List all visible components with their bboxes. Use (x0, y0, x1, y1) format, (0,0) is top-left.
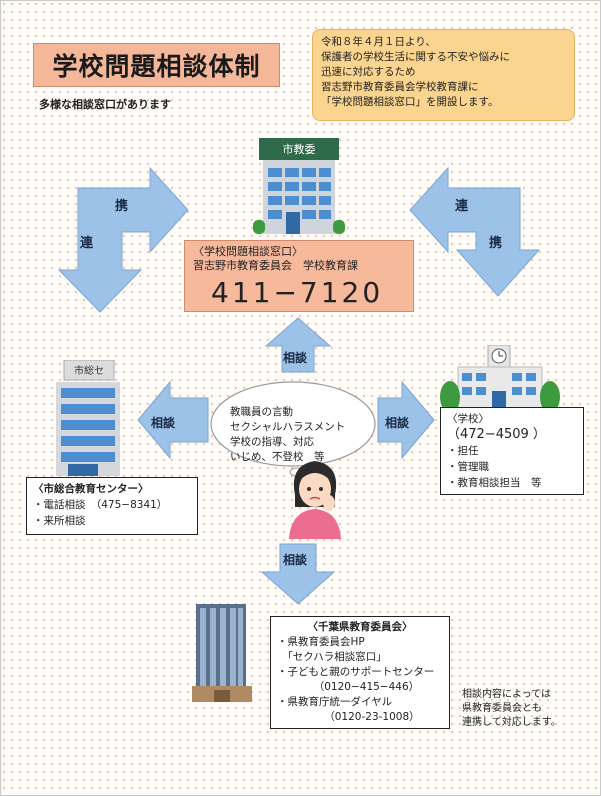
arrow-label: 相談 (385, 415, 410, 430)
concern-item: 教職員の言動 (230, 406, 293, 418)
up-consult-arrow (264, 317, 332, 373)
arrow-label: 携 (489, 235, 502, 251)
counseling-window-box: 〈学校問題相談窓口〉 習志野市教育委員会 学校教育課 411−7120 (184, 240, 414, 312)
coordination-note: 相談内容によっては 県教育委員会とも 連携して対応します。 (462, 688, 561, 730)
notice-line: 「学校問題相談窓口」を開設します。 (321, 96, 499, 108)
concern-item: いじめ、不登校 等 (230, 451, 325, 463)
education-center-building-icon: 市総セ (56, 360, 120, 476)
window-department: 習志野市教育委員会 学校教育課 (193, 259, 358, 272)
arrow-label: 相談 (151, 415, 176, 430)
notice-box: 令和８年４月１日より、 保護者の学校生活に関する不安や悩みに 迅速に対応するため… (312, 29, 575, 121)
education-center-info: 〈市総合教育センター〉 ・電話相談 （475−8341） ・来所相談 (26, 477, 198, 535)
notice-line: 保護者の学校生活に関する不安や悩みに (321, 51, 510, 63)
arrow-label: 携 (115, 198, 128, 214)
right-connection-arrow (409, 166, 541, 297)
center-item: ・来所相談 (33, 515, 86, 527)
prefecture-info: 〈千葉県教育委員会〉 ・県教育委員会HP 「セクハラ相談窓口」 ・子どもと親のサ… (270, 616, 450, 729)
prefecture-item: ・県教育庁統一ダイヤル (277, 696, 393, 708)
right-consult-arrow (377, 380, 435, 460)
prefecture-item: 「セクハラ相談窓口」 (277, 651, 387, 663)
city-board-building-icon: 市教委 (253, 138, 345, 234)
school-item: ・担任 (447, 445, 479, 457)
window-title: 〈学校問題相談窓口〉 (193, 245, 303, 258)
arrow-label: 連 (455, 198, 469, 214)
concern-item: セクシャルハラスメント (230, 421, 346, 433)
note-line: 相談内容によっては (462, 689, 551, 700)
school-phone: （472−4509 ） (447, 427, 546, 442)
school-item: ・教育相談担当 等 (447, 477, 542, 489)
left-consult-arrow (137, 380, 209, 460)
prefecture-building-icon (192, 604, 252, 702)
school-title: 〈学校〉 (447, 413, 489, 425)
arrow-label: 連 (80, 235, 94, 251)
school-item: ・管理職 (447, 461, 489, 473)
concern-item: 学校の指導、対応 (230, 436, 314, 448)
center-title: 〈市総合教育センター〉 (33, 483, 149, 495)
school-info: 〈学校〉 （472−4509 ） ・担任 ・管理職 ・教育相談担当 等 (440, 407, 584, 495)
notice-line: 令和８年４月１日より、 (321, 36, 436, 48)
notice-line: 習志野市教育委員会学校教育課に (321, 81, 479, 93)
center-item: ・電話相談 （475−8341） (33, 499, 168, 511)
notice-line: 迅速に対応するため (321, 66, 416, 78)
subtitle: 多様な相談窓口があります (39, 98, 171, 111)
note-line: 県教育委員会とも (462, 703, 542, 714)
window-phone: 411−7120 (211, 276, 384, 309)
prefecture-item: （0120-23-1008） (277, 711, 420, 723)
concern-list: 教職員の言動 セクシャルハラスメント 学校の指導、対応 いじめ、不登校 等 (230, 405, 345, 465)
left-connection-arrow (57, 166, 189, 313)
arrow-label: 相談 (283, 350, 308, 365)
arrow-label: 相談 (283, 552, 308, 567)
center-sign: 市総セ (74, 364, 104, 377)
thought-cloud (210, 381, 376, 482)
worried-parent-icon (289, 461, 341, 539)
prefecture-item: ・子どもと親のサポートセンター (277, 666, 435, 678)
page-title: 学校問題相談体制 (33, 43, 280, 87)
prefecture-item: ・県教育委員会HP (277, 636, 365, 648)
prefecture-title: 〈千葉県教育委員会〉 (307, 621, 413, 633)
school-building-icon (440, 345, 560, 414)
city-board-sign: 市教委 (283, 142, 316, 156)
note-line: 連携して対応します。 (462, 717, 561, 728)
down-consult-arrow (260, 543, 336, 605)
prefecture-item: （0120−415−446） (277, 681, 420, 693)
